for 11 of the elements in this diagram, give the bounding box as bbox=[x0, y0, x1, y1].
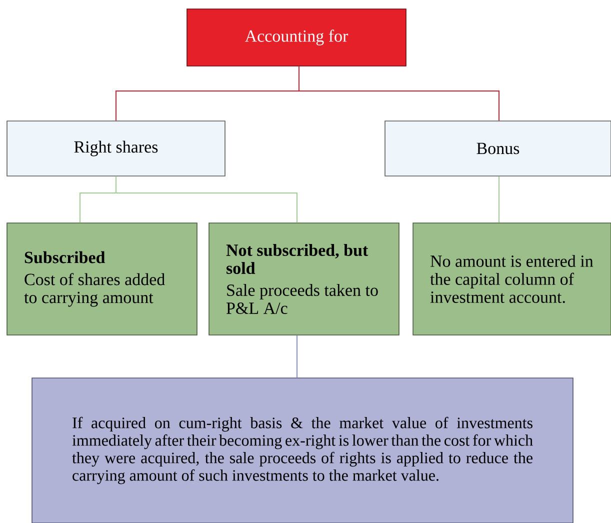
outcome-box: No amount is entered in the capital column of investment account. bbox=[412, 222, 611, 336]
connector-line bbox=[116, 176, 298, 224]
connector-line bbox=[298, 66, 500, 122]
outcome-box: Not subscribed, but sold Sale proceeds taken to P&L A/c bbox=[208, 222, 400, 336]
category-box: Bonus bbox=[384, 120, 611, 176]
connector-line bbox=[296, 334, 298, 378]
outcome-box: Subscribed Cost of shares added to carrying amount bbox=[6, 222, 198, 336]
title-box: Accounting for bbox=[186, 8, 406, 66]
note-box: If acquired on cum-right basis & the market value of investments immediately after their becoming ex-right is lower than the cost for which they were acquired, the sale proceeds of rights is applied to reduce the carrying amount of such investments to the market value. bbox=[32, 378, 574, 523]
connector-line bbox=[498, 176, 500, 224]
category-box: Right shares bbox=[6, 120, 226, 176]
